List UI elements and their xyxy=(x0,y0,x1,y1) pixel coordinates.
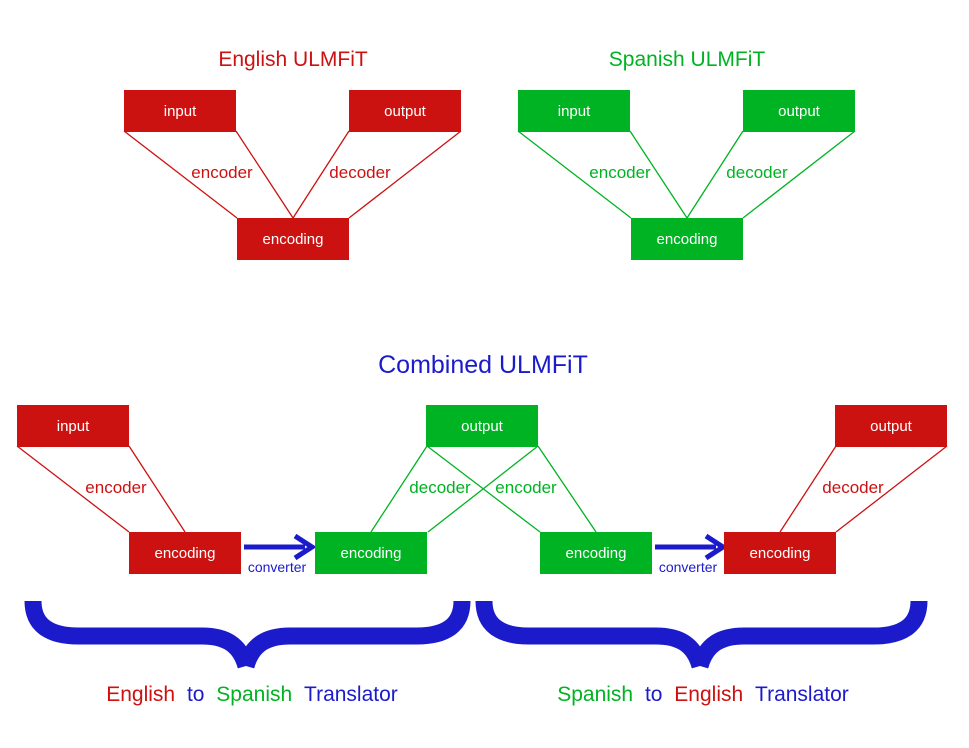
caption-word-spanish: Spanish xyxy=(216,683,293,706)
converter-left-label: converter xyxy=(247,559,307,575)
converter-right-label: converter xyxy=(658,559,718,575)
english-decoder-label: decoder xyxy=(329,163,391,182)
spanish-ulmfit-title: Spanish ULMFiT xyxy=(608,48,766,71)
right-brace-right-half xyxy=(691,600,928,669)
caption-word-spanish: Spanish xyxy=(557,683,634,706)
spanish-output-box: output xyxy=(743,90,855,132)
caption-word-to: to xyxy=(186,683,205,706)
spanish-decoder-label: decoder xyxy=(726,163,788,182)
combined-green-funnel-lines xyxy=(370,445,597,533)
right-brace-left-half xyxy=(475,600,709,669)
english-input-box: input xyxy=(124,90,236,132)
combined-encoder-left-label: encoder xyxy=(85,478,147,497)
caption-word-english: English xyxy=(106,683,176,706)
converter-left-arrowhead-icon xyxy=(293,533,317,561)
combined-decoder-right-label: decoder xyxy=(822,478,884,497)
caption-word-translator: Translator xyxy=(304,683,398,706)
combined-encoder-center-label: encoder xyxy=(495,478,557,497)
combined-encoding-box-4: encoding xyxy=(724,532,836,574)
english-funnel-lines xyxy=(123,130,462,219)
combined-encoding-box-1: encoding xyxy=(129,532,241,574)
underbraces xyxy=(24,600,928,669)
combined-ulmfit-title: Combined ULMFiT xyxy=(378,351,588,379)
english-output-box: output xyxy=(349,90,461,132)
spanish-to-english-caption: Spanish to English Translator xyxy=(554,684,852,705)
combined-right-output-box: output xyxy=(835,405,947,447)
caption-word-translator: Translator xyxy=(755,683,849,706)
spanish-input-box: input xyxy=(518,90,630,132)
left-brace-right-half xyxy=(237,600,471,669)
spanish-funnel-lines xyxy=(517,130,856,219)
combined-red-funnel-lines xyxy=(16,445,948,533)
combined-center-output-box: output xyxy=(426,405,538,447)
spanish-encoding-box: encoding xyxy=(631,218,743,260)
english-encoder-label: encoder xyxy=(191,163,253,182)
caption-word-english: English xyxy=(674,683,744,706)
spanish-encoder-label: encoder xyxy=(589,163,651,182)
converter-right-arrowhead-icon xyxy=(704,533,728,561)
caption-word-to: to xyxy=(644,683,663,706)
english-to-spanish-caption: English to Spanish Translator xyxy=(103,684,401,705)
left-brace-left-half xyxy=(24,600,255,669)
english-ulmfit-title: English ULMFiT xyxy=(218,48,368,71)
combined-encoding-box-3: encoding xyxy=(540,532,652,574)
english-encoding-box: encoding xyxy=(237,218,349,260)
combined-input-box: input xyxy=(17,405,129,447)
combined-encoding-box-2: encoding xyxy=(315,532,427,574)
combined-decoder-center-label: decoder xyxy=(409,478,471,497)
